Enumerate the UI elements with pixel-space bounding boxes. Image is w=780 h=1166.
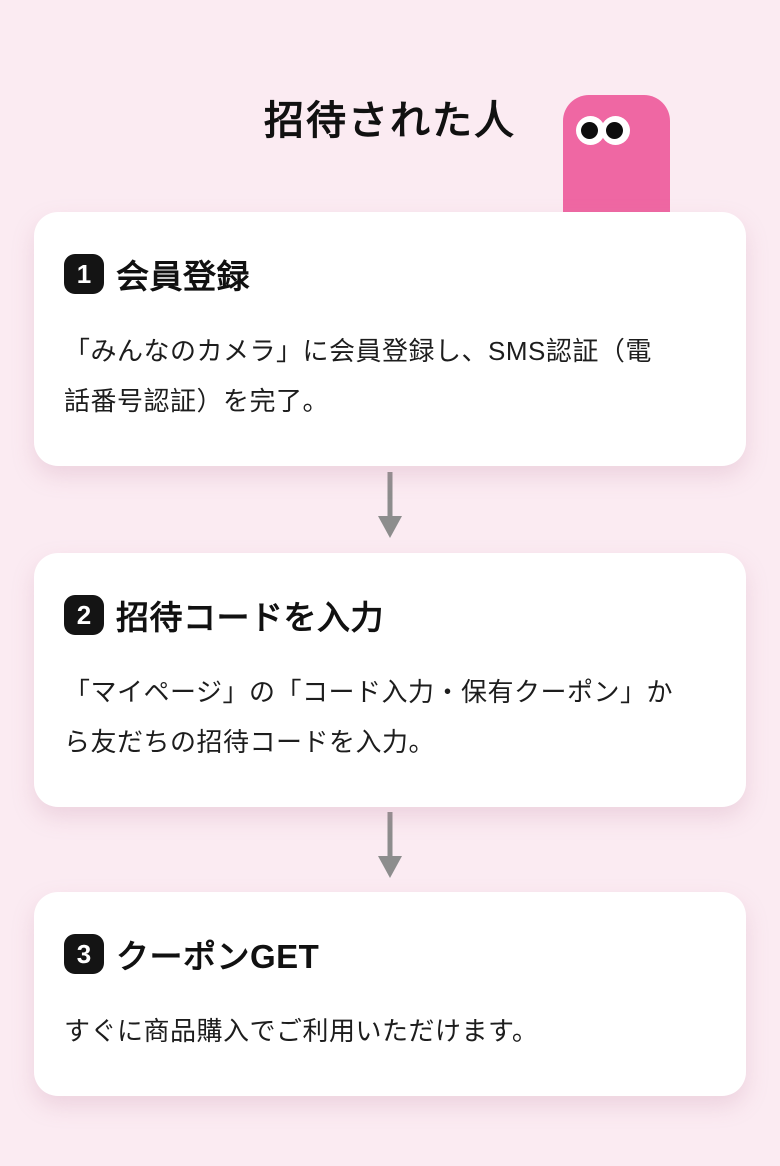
step-title: クーポンGET (116, 938, 320, 975)
step-card-header: 2 招待コードを入力 (64, 591, 716, 639)
mascot-right-eye-icon (601, 116, 630, 145)
down-arrow-icon (378, 472, 402, 538)
step-description: すぐに商品購入でご利用いただけます。 (64, 1016, 539, 1046)
step-title: 会員登録 (116, 258, 250, 295)
mascot-left-eye-icon (576, 116, 605, 145)
step-card-invite-code: 2 招待コードを入力 「マイページ」の「コード入力・保有クーポン」か ら友だちの… (34, 553, 746, 807)
down-arrow-icon (378, 812, 402, 878)
step-number-badge: 3 (64, 934, 104, 974)
mascot-left-pupil (581, 122, 598, 139)
step-title: 招待コードを入力 (116, 599, 384, 636)
step-number-badge: 1 (64, 254, 104, 294)
step-number-badge: 2 (64, 595, 104, 635)
step-card-registration: 1 会員登録 「みんなのカメラ」に会員登録し、SMS認証（電 話番号認証）を完了… (34, 212, 746, 466)
step-card-header: 3 クーポンGET (64, 930, 716, 978)
step-card-header: 1 会員登録 (64, 250, 716, 298)
mascot-right-pupil (606, 122, 623, 139)
step-card-coupon-get: 3 クーポンGET すぐに商品購入でご利用いただけます。 (34, 892, 746, 1096)
step-description: 「マイページ」の「コード入力・保有クーポン」か ら友だちの招待コードを入力。 (64, 677, 673, 757)
page-title: 招待された人 (264, 99, 516, 143)
step-description: 「みんなのカメラ」に会員登録し、SMS認証（電 話番号認証）を完了。 (64, 336, 652, 416)
pink-mascot-character (563, 95, 670, 230)
